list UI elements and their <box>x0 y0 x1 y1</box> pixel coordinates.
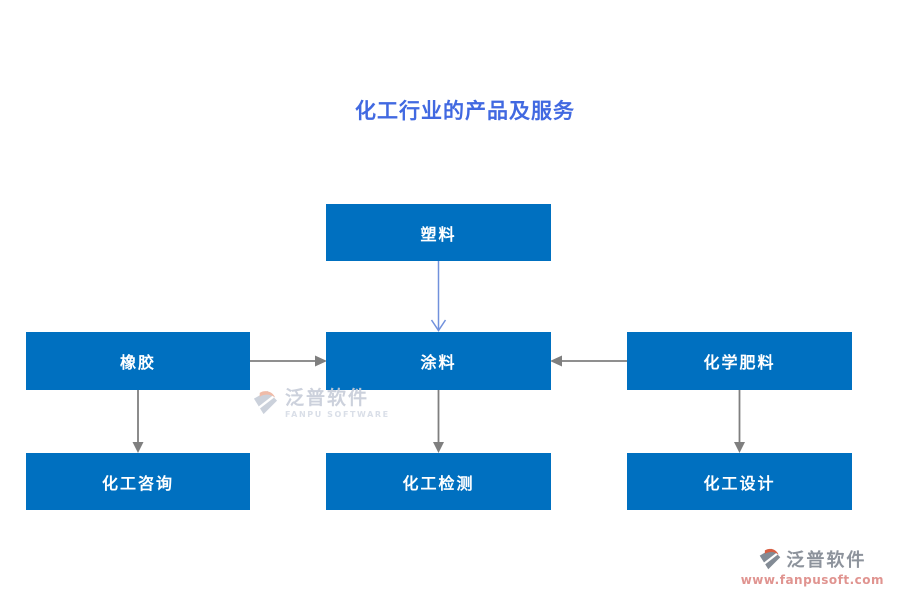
arrow-plastic-to-coating <box>430 261 447 332</box>
watermark-center-brand: 泛普软件 <box>285 387 370 409</box>
fanpu-logo-icon <box>760 548 781 570</box>
watermark-footer-brand: 泛普软件 <box>786 550 867 571</box>
fanpu-logo-icon <box>253 390 278 415</box>
watermark-center-tagline: FANPU SOFTWARE <box>285 410 390 419</box>
arrow-coating-to-testing <box>433 390 444 453</box>
node-plastic: 塑料 <box>326 204 551 261</box>
arrow-rubber-to-consulting <box>132 390 144 453</box>
node-testing: 化工检测 <box>326 453 551 510</box>
watermark-center: 泛普软件 FANPU SOFTWARE <box>252 388 390 419</box>
arrow-fertilizer-to-coating <box>550 355 627 367</box>
node-rubber: 橡胶 <box>26 332 250 390</box>
node-coating: 涂料 <box>326 332 551 390</box>
arrow-rubber-to-coating <box>250 355 327 367</box>
node-consulting: 化工咨询 <box>26 453 250 510</box>
watermark-footer: 泛普软件 www.fanpusoft.com <box>741 546 884 587</box>
node-fertilizer: 化学肥料 <box>627 332 852 390</box>
watermark-footer-url: www.fanpusoft.com <box>740 573 884 587</box>
node-design: 化工设计 <box>627 453 852 510</box>
diagram-title: 化工行业的产品及服务 <box>355 99 575 123</box>
arrow-fertilizer-to-design <box>734 390 745 453</box>
